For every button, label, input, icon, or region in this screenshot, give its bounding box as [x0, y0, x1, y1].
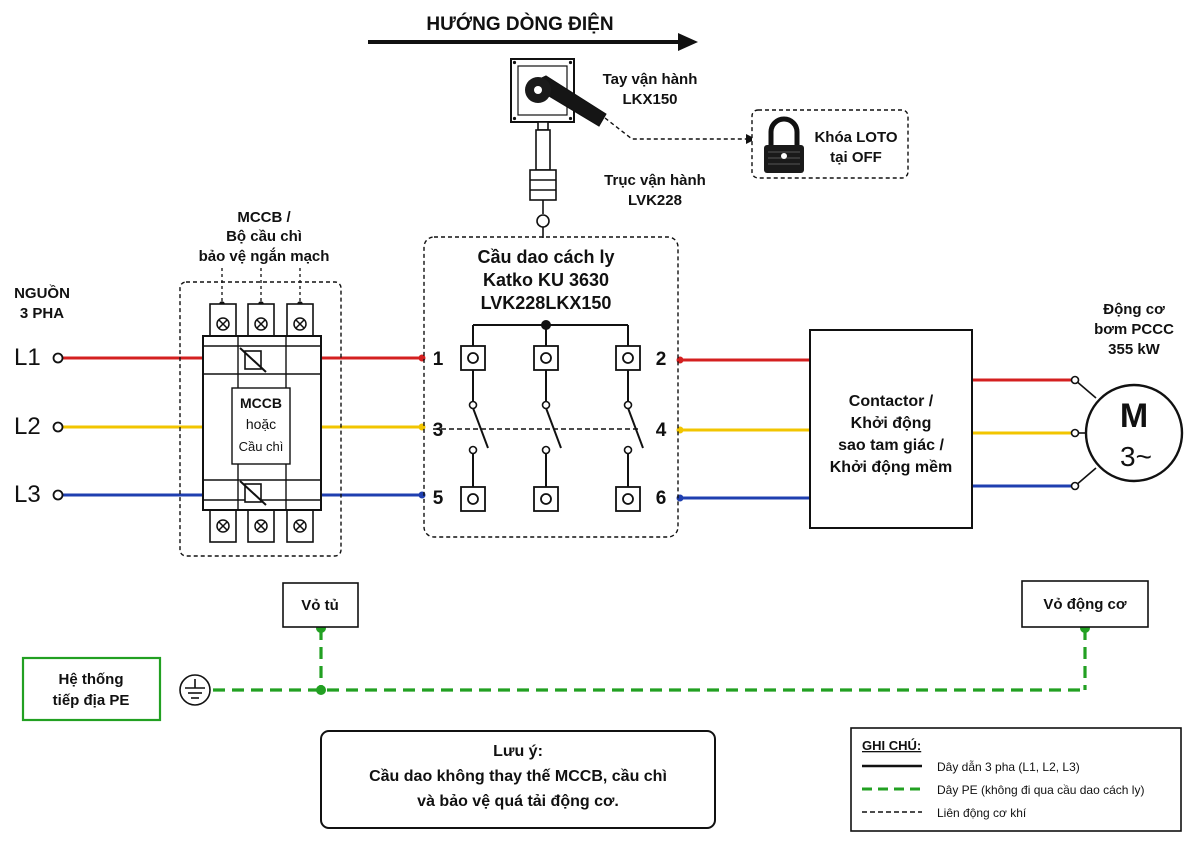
- handle-label-1: Tay vận hành: [603, 71, 698, 88]
- loto-link: [604, 117, 748, 140]
- breaker-caption-leaders: [221, 268, 301, 302]
- ground-icon: [179, 674, 211, 706]
- mccb-device: [202, 303, 322, 543]
- pe-system-label-1: Hệ thống: [59, 671, 124, 688]
- breaker-body-2: hoặc: [246, 416, 276, 432]
- motor-label-1: Động cơ: [1103, 301, 1165, 318]
- motor-leads: [1070, 375, 1097, 491]
- motor-symbol-3ph: 3~: [1120, 441, 1152, 472]
- starter-line-2: Khởi động: [851, 415, 932, 432]
- breaker-caption-3: bảo vệ ngắn mạch: [199, 247, 330, 265]
- source-terminals: [52, 352, 64, 501]
- legend-title: GHI CHÚ:: [862, 738, 921, 753]
- flow-title: HƯỚNG DÒNG ĐIỆN: [426, 13, 613, 35]
- motor-symbol: [1084, 383, 1184, 483]
- phase-label-l2: L2: [14, 413, 41, 440]
- wire-end-dots: [418, 354, 684, 502]
- legend-item-phase: Dây dẫn 3 pha (L1, L2, L3): [937, 759, 1080, 774]
- breaker-caption-2: Bộ cầu chì: [226, 228, 302, 245]
- note-line-1: Cầu dao không thay thế MCCB, cầu chì: [369, 768, 667, 785]
- motor-label-3: 355 kW: [1108, 341, 1161, 358]
- motor-label-2: bơm PCCC: [1094, 321, 1174, 338]
- mccb-screw-icons: [216, 317, 307, 533]
- terminal-1: 1: [433, 349, 444, 370]
- cabinet-label: Vỏ tủ: [301, 597, 339, 614]
- breaker-caption-1: MCCB /: [237, 209, 291, 226]
- motor-frame-label: Vỏ động cơ: [1043, 596, 1126, 613]
- loto-label-1: Khóa LOTO: [814, 129, 897, 146]
- operating-shaft: [529, 121, 557, 238]
- breaker-dashed-frame: [179, 281, 342, 557]
- source-title-2: 3 PHA: [20, 305, 64, 322]
- operating-handle: [510, 58, 607, 127]
- pe-system-box: [21, 656, 162, 722]
- isolator-mechanism: [433, 324, 644, 487]
- phase-wires: [62, 356, 1074, 500]
- terminal-2: 2: [656, 349, 667, 370]
- handle-label-2: LKX150: [622, 91, 677, 108]
- shaft-label-1: Trục vận hành: [604, 172, 706, 189]
- isolator-terminals: [460, 345, 641, 512]
- note-line-2: và bảo vệ quá tải động cơ.: [417, 793, 619, 810]
- padlock-icon: [764, 116, 804, 173]
- legend-item-pe: Dây PE (không đi qua cầu dao cách ly): [937, 783, 1144, 797]
- isolator-title-3: LVK228LKX150: [481, 293, 612, 313]
- starter-box: [809, 329, 973, 529]
- pe-system-label-2: tiếp địa PE: [53, 692, 130, 709]
- pe-wires: [213, 628, 1087, 692]
- motor-frame-box: [1021, 580, 1149, 628]
- legend-item-mech: Liên động cơ khí: [937, 806, 1027, 820]
- starter-line-1: Contactor /: [849, 393, 934, 410]
- breaker-body-1: MCCB: [240, 395, 282, 411]
- isolator-contact-dots: [468, 400, 633, 455]
- loto-label-2: tại OFF: [830, 149, 882, 166]
- note-box: [320, 730, 716, 829]
- shaft-label-2: LVK228: [628, 192, 682, 209]
- cabinet-box: [282, 582, 359, 628]
- motor-symbol-m: M: [1120, 397, 1148, 435]
- isolator-title-1: Cầu dao cách ly: [477, 247, 614, 267]
- legend-box: [850, 727, 1182, 832]
- source-title-1: NGUỒN: [14, 284, 70, 302]
- flow-arrow: [368, 33, 698, 51]
- isolator-frame: [423, 236, 679, 538]
- phase-label-l1: L1: [14, 344, 41, 371]
- terminal-6: 6: [656, 488, 667, 509]
- phase-label-l3: L3: [14, 481, 41, 508]
- isolator-title-2: Katko KU 3630: [483, 270, 609, 290]
- terminal-5: 5: [433, 488, 444, 509]
- starter-line-3: sao tam giác /: [838, 437, 944, 454]
- breaker-body-3: Cầu chì: [239, 439, 284, 454]
- pe-junction-dots: [316, 623, 1090, 695]
- terminal-4: 4: [656, 420, 667, 441]
- starter-line-4: Khởi động mềm: [830, 459, 952, 476]
- isolator-shaft-junction: [541, 320, 551, 330]
- note-title: Lưu ý:: [493, 743, 543, 760]
- terminal-3: 3: [433, 420, 444, 441]
